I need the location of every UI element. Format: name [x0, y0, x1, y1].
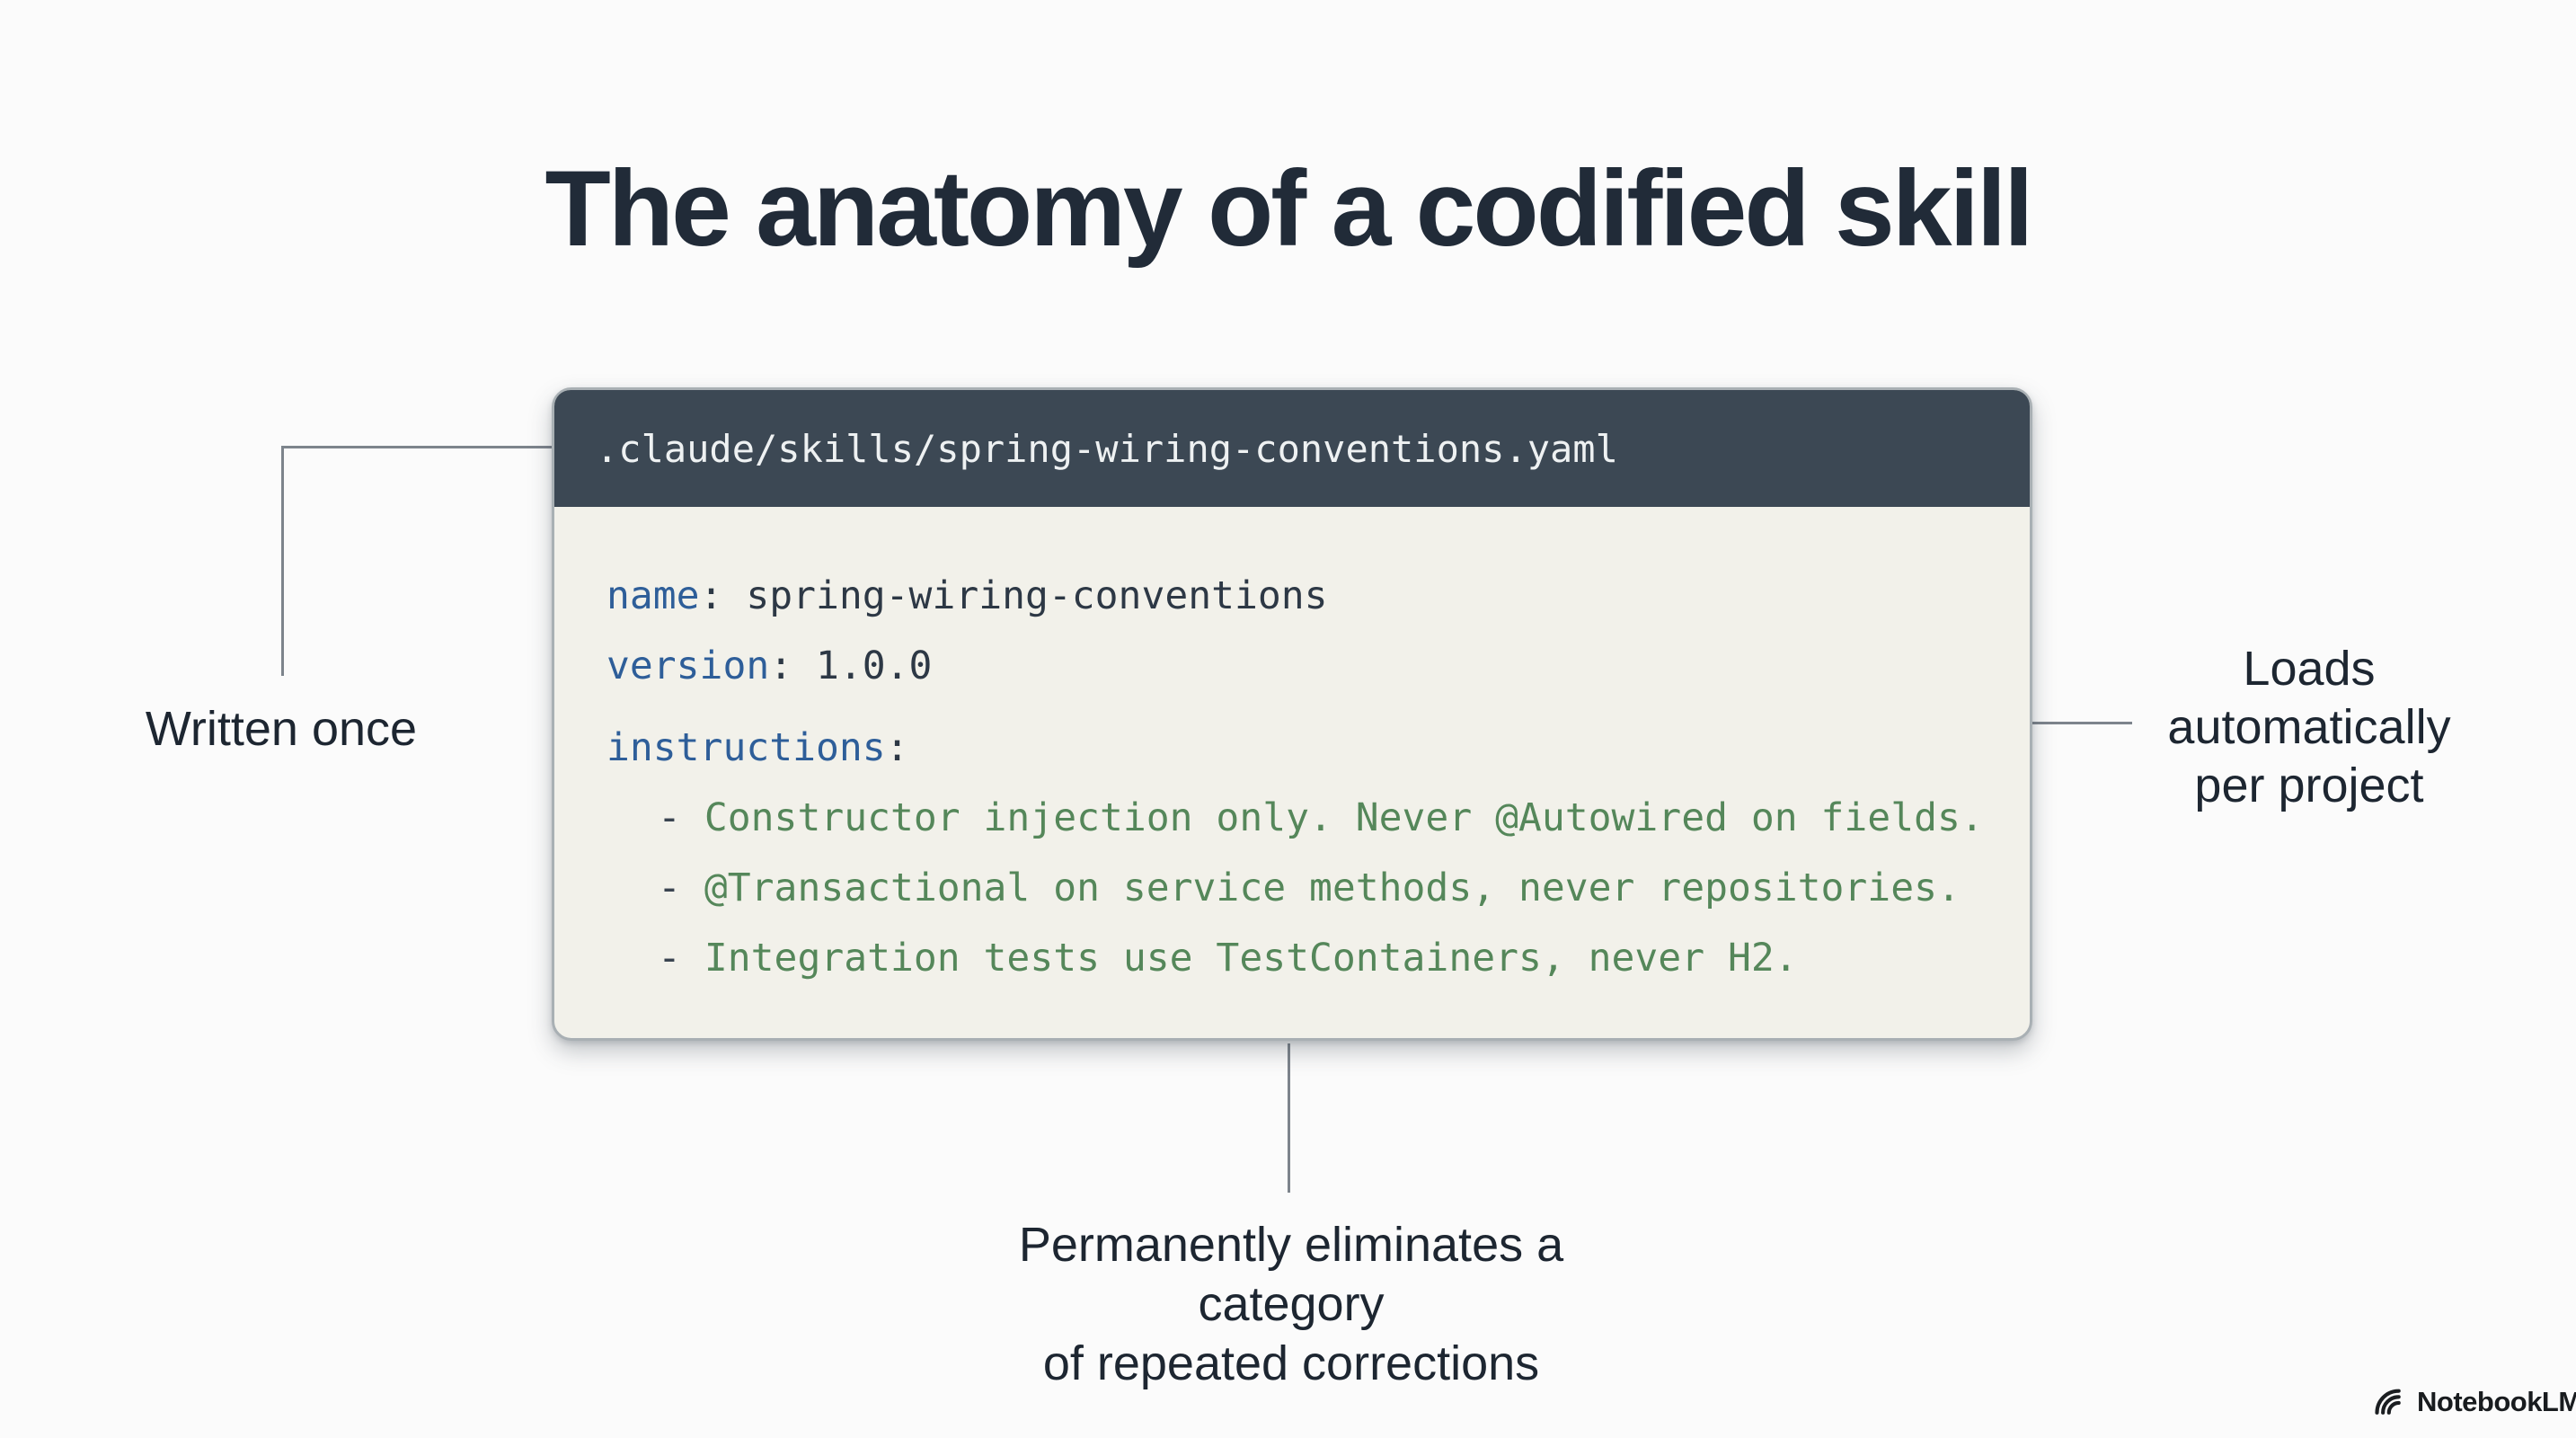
annotation-line: per project: [2194, 759, 2424, 812]
code-window-header: .claude/skills/spring-wiring-conventions…: [554, 390, 2030, 507]
bullet-dash: -: [658, 865, 681, 910]
code-line-name: name: spring-wiring-conventions: [606, 561, 1994, 631]
connector-bottom-vertical: [1288, 1043, 1290, 1193]
annotation-line: automatically: [2167, 700, 2451, 754]
notebooklm-arcs-icon: [2374, 1388, 2408, 1416]
notebooklm-logo: NotebookLM: [2374, 1386, 2576, 1418]
annotation-written-once: Written once: [145, 702, 418, 756]
yaml-colon-instructions: :: [885, 725, 909, 770]
code-line-version: version: 1.0.0: [606, 631, 1994, 701]
code-line-bullet: -@Transactional on service methods, neve…: [606, 853, 1994, 923]
bullet-text: Constructor injection only. Never @Autow…: [704, 795, 1984, 840]
code-window-body: name: spring-wiring-conventions version:…: [554, 507, 2030, 993]
page-title: The anatomy of a codified skill: [544, 148, 2033, 269]
annotation-line: of repeated corrections: [1042, 1336, 1540, 1390]
bullet-text: @Transactional on service methods, never…: [704, 865, 1961, 910]
code-window: .claude/skills/spring-wiring-conventions…: [552, 387, 2032, 1041]
code-filename: .claude/skills/spring-wiring-conventions…: [596, 426, 1618, 471]
yaml-key-version: version: [606, 644, 770, 688]
connector-left-horizontal: [281, 446, 552, 448]
connector-left-vertical: [281, 446, 284, 676]
annotation-eliminates-corrections: Permanently eliminates a category of rep…: [929, 1215, 1653, 1393]
yaml-value-version: : 1.0.0: [769, 644, 933, 688]
code-line-bullet: -Integration tests use TestContainers, n…: [606, 923, 1994, 993]
bullet-text: Integration tests use TestContainers, ne…: [704, 936, 1798, 981]
bullet-dash: -: [658, 936, 681, 981]
yaml-key-instructions: instructions: [606, 725, 886, 770]
bullet-dash: -: [658, 795, 681, 840]
code-line-instructions: instructions:: [606, 713, 1994, 783]
yaml-key-name: name: [606, 573, 700, 618]
yaml-value-name: : spring-wiring-conventions: [699, 573, 1328, 618]
notebooklm-logo-text: NotebookLM: [2417, 1386, 2576, 1417]
code-line-bullet: -Constructor injection only. Never @Auto…: [606, 783, 1994, 853]
annotation-line: Loads: [2243, 642, 2376, 696]
annotation-loads-automatically: Loads automatically per project: [2129, 640, 2489, 815]
annotation-line: Permanently eliminates a category: [1018, 1218, 1564, 1331]
connector-right-horizontal: [2023, 722, 2132, 724]
